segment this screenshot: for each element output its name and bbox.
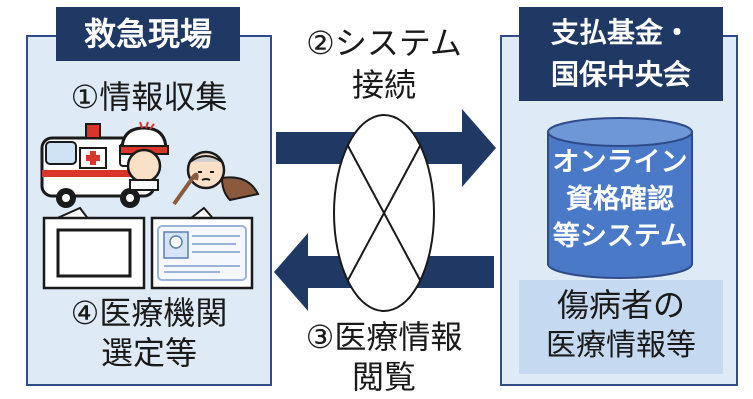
medical-info-box <box>519 280 723 374</box>
paramedic-icon <box>119 121 169 191</box>
step1-label: ①情報収集 <box>70 78 228 116</box>
laptop-icon <box>42 206 146 290</box>
db-label-line1: オンライン <box>552 147 688 178</box>
step3-label-line1: ③医療情報 <box>305 318 463 356</box>
emergency-site-tag: 救急現場 <box>56 7 240 61</box>
emergency-site-panel <box>26 35 272 386</box>
step4-label-line1: ④医療機関 <box>70 294 228 332</box>
elderly-patient-icon <box>172 150 260 206</box>
step4-label-line2: 選定等 <box>100 334 197 372</box>
payment-fund-tag: 支払基金・ 国保中央会 <box>519 7 723 101</box>
insurance-card-icon <box>150 206 254 290</box>
db-label-line2: 資格確認 <box>566 184 674 215</box>
database-cylinder-icon <box>547 117 693 279</box>
network-node-icon <box>333 114 435 312</box>
medical-info-line2: 医療情報等 <box>546 328 696 363</box>
payment-fund-tag-line1: 支払基金・ <box>550 16 691 49</box>
db-label-line3: 等システム <box>552 221 688 252</box>
medical-info-line1: 傷病者の <box>556 286 685 324</box>
step2-label-line1: ②システム <box>306 24 462 62</box>
step2-label-line2: 接続 <box>351 66 416 104</box>
step3-label-line2: 閲覧 <box>351 358 416 396</box>
ambulance-icon <box>40 123 156 208</box>
payment-fund-tag-line2: 国保中央会 <box>550 58 691 91</box>
